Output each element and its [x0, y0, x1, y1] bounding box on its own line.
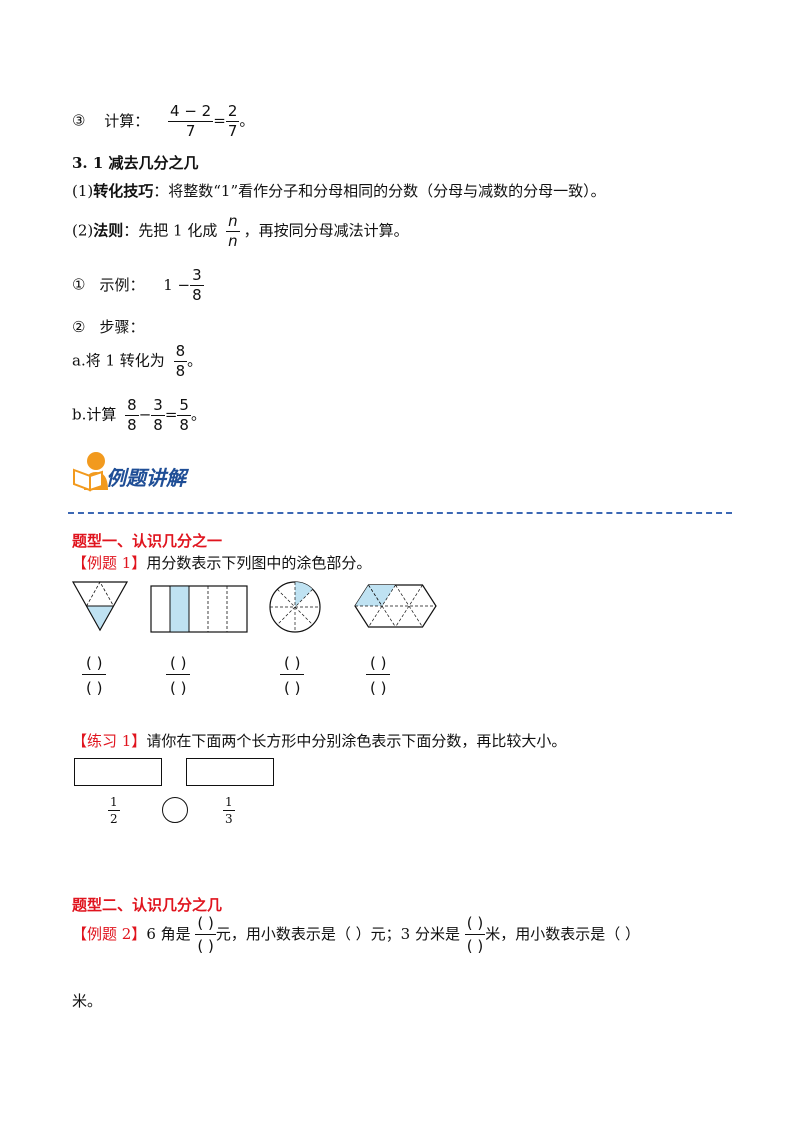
practice1-line: 【练习 1】请你在下面两个长方形中分别涂色表示下面分数，再比较大小。 — [72, 732, 567, 750]
answer-blank[interactable]: ( )( ) — [464, 914, 486, 955]
rectangle-figure — [150, 585, 248, 633]
example1-line: 【例题 1】用分数表示下列图中的涂色部分。 — [72, 554, 372, 572]
type1-title: 题型一、认识几分之一 — [72, 532, 223, 550]
paragraph-1: (1)转化技巧：将整数“1”看作分子和分母相同的分数（分母与减数的分母一致）。 — [72, 182, 606, 200]
example2-tail: 米。 — [72, 992, 103, 1010]
rectangle-to-shade[interactable] — [74, 758, 162, 786]
teacher-icon — [73, 452, 108, 492]
compare-circle[interactable] — [162, 797, 188, 823]
shaded-figures — [71, 581, 437, 633]
section-banner: 例题讲解 — [70, 448, 210, 492]
label: 计算： — [104, 111, 150, 130]
marker: ③ — [72, 111, 86, 130]
answer-blank[interactable]: ( )( ) — [166, 656, 191, 696]
section-title: 3. 1 减去几分之几 — [72, 154, 199, 172]
answer-blank[interactable]: ( )( ) — [82, 656, 107, 696]
example2-line: 【例题 2】6 角是 ( )( )元，用小数表示是（ ）元；3 分米是 ( )(… — [72, 914, 641, 955]
dashed-divider — [68, 512, 732, 514]
triangle-figure — [71, 581, 129, 632]
answer-blank[interactable]: ( )( ) — [280, 656, 305, 696]
hexagon-figure — [354, 584, 437, 628]
circle-figure — [269, 581, 321, 633]
answer-blank[interactable]: ( )( ) — [195, 914, 216, 955]
type2-title: 题型二、认识几分之几 — [72, 896, 223, 914]
answer-blank[interactable]: ( )( ) — [366, 656, 391, 696]
rectangle-to-shade[interactable] — [186, 758, 274, 786]
banner-title: 例题讲解 — [106, 466, 186, 490]
